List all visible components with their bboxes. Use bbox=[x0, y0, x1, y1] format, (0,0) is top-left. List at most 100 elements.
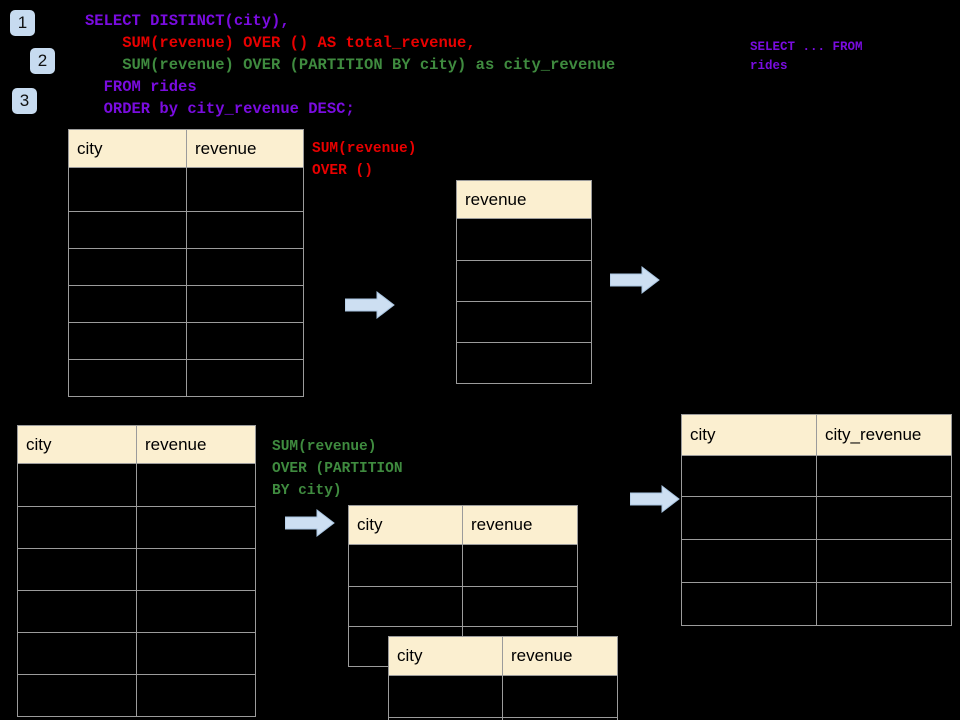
table-row bbox=[17, 590, 256, 633]
cell-city bbox=[68, 359, 187, 397]
arrow-right-icon-1 bbox=[345, 290, 395, 320]
column-header-city: city bbox=[17, 425, 137, 464]
table-header-row: revenue bbox=[456, 180, 592, 219]
side-note-rides: rides bbox=[750, 59, 788, 73]
step-badge-3: 3 bbox=[12, 88, 37, 114]
cell-city bbox=[348, 586, 463, 627]
step-badge-1: 1 bbox=[10, 10, 35, 36]
table-row bbox=[68, 285, 304, 323]
city-revenue-result-table: city city_revenue bbox=[681, 414, 952, 626]
cell-revenue bbox=[456, 301, 592, 343]
table-row bbox=[17, 506, 256, 549]
cell-revenue bbox=[462, 586, 578, 627]
arrow-right-icon-4 bbox=[630, 484, 680, 514]
annotation-over-partition: SUM(revenue) OVER (PARTITION BY city) bbox=[272, 439, 403, 499]
table-header-row: city revenue bbox=[388, 636, 618, 676]
cell-revenue bbox=[186, 211, 304, 249]
column-header-city: city bbox=[681, 414, 817, 456]
cell-revenue bbox=[136, 506, 256, 549]
cell-city bbox=[681, 539, 817, 583]
rides-source-table-2: city revenue bbox=[17, 425, 256, 717]
cell-city-revenue bbox=[816, 582, 952, 626]
table-header-row: city revenue bbox=[68, 129, 304, 168]
table-row bbox=[68, 359, 304, 397]
rides-source-table: city revenue bbox=[68, 129, 304, 397]
cell-city bbox=[17, 548, 137, 591]
column-header-city: city bbox=[388, 636, 503, 676]
table-row bbox=[456, 342, 592, 384]
cell-revenue bbox=[186, 322, 304, 360]
cell-city-revenue bbox=[816, 496, 952, 540]
table-row bbox=[348, 544, 578, 587]
cell-revenue bbox=[462, 544, 578, 587]
cell-city bbox=[17, 506, 137, 549]
table-header-row: city revenue bbox=[17, 425, 256, 464]
cell-revenue bbox=[186, 285, 304, 323]
sql-line-from: FROM rides bbox=[85, 78, 197, 96]
column-header-revenue: revenue bbox=[186, 129, 304, 168]
table-row bbox=[456, 260, 592, 302]
cell-revenue bbox=[136, 463, 256, 507]
side-note-select-from: SELECT ... FROM bbox=[750, 40, 863, 54]
cell-city bbox=[68, 211, 187, 249]
total-revenue-table: revenue bbox=[456, 180, 592, 384]
sql-line-total-revenue: SUM(revenue) OVER () AS total_revenue, bbox=[85, 34, 476, 52]
table-row bbox=[68, 248, 304, 286]
sql-line-select: SELECT DISTINCT(city), bbox=[85, 12, 290, 30]
table-row bbox=[681, 455, 952, 497]
cell-city bbox=[17, 590, 137, 633]
table-row bbox=[68, 322, 304, 360]
table-row bbox=[348, 586, 578, 627]
column-header-revenue: revenue bbox=[136, 425, 256, 464]
table-header-row: city city_revenue bbox=[681, 414, 952, 456]
table-row bbox=[681, 582, 952, 626]
column-header-revenue: revenue bbox=[502, 636, 618, 676]
table-row bbox=[68, 167, 304, 212]
cell-city bbox=[68, 167, 187, 212]
cell-revenue bbox=[186, 359, 304, 397]
cell-city bbox=[681, 496, 817, 540]
table-row bbox=[68, 211, 304, 249]
table-row bbox=[388, 717, 618, 720]
cell-revenue bbox=[502, 717, 618, 720]
table-row bbox=[388, 675, 618, 718]
column-header-revenue: revenue bbox=[462, 505, 578, 545]
table-row bbox=[456, 218, 592, 261]
column-header-revenue: revenue bbox=[456, 180, 592, 219]
arrow-right-icon-2 bbox=[610, 265, 660, 295]
table-row bbox=[17, 548, 256, 591]
cell-revenue bbox=[136, 632, 256, 675]
cell-city bbox=[68, 248, 187, 286]
cell-revenue bbox=[136, 548, 256, 591]
table-header-row: city revenue bbox=[348, 505, 578, 545]
table-row bbox=[17, 632, 256, 675]
cell-city-revenue bbox=[816, 455, 952, 497]
cell-revenue bbox=[186, 248, 304, 286]
cell-revenue bbox=[136, 590, 256, 633]
cell-revenue bbox=[502, 675, 618, 718]
table-row bbox=[17, 674, 256, 717]
cell-city bbox=[68, 285, 187, 323]
cell-city bbox=[17, 463, 137, 507]
column-header-city: city bbox=[68, 129, 187, 168]
cell-city bbox=[17, 674, 137, 717]
table-row bbox=[456, 301, 592, 343]
column-header-city: city bbox=[348, 505, 463, 545]
cell-revenue bbox=[456, 218, 592, 261]
cell-revenue bbox=[456, 260, 592, 302]
cell-revenue bbox=[456, 342, 592, 384]
sql-line-city-revenue: SUM(revenue) OVER (PARTITION BY city) as… bbox=[85, 56, 616, 74]
cell-city-revenue bbox=[816, 539, 952, 583]
table-row bbox=[17, 463, 256, 507]
table-row bbox=[681, 496, 952, 540]
cell-city bbox=[681, 582, 817, 626]
cell-city bbox=[17, 632, 137, 675]
step-badge-2: 2 bbox=[30, 48, 55, 74]
column-header-city-revenue: city_revenue bbox=[816, 414, 952, 456]
table-row bbox=[681, 539, 952, 583]
cell-city bbox=[68, 322, 187, 360]
sql-line-order-by: ORDER by city_revenue DESC; bbox=[85, 100, 355, 118]
cell-revenue bbox=[136, 674, 256, 717]
cell-revenue bbox=[186, 167, 304, 212]
